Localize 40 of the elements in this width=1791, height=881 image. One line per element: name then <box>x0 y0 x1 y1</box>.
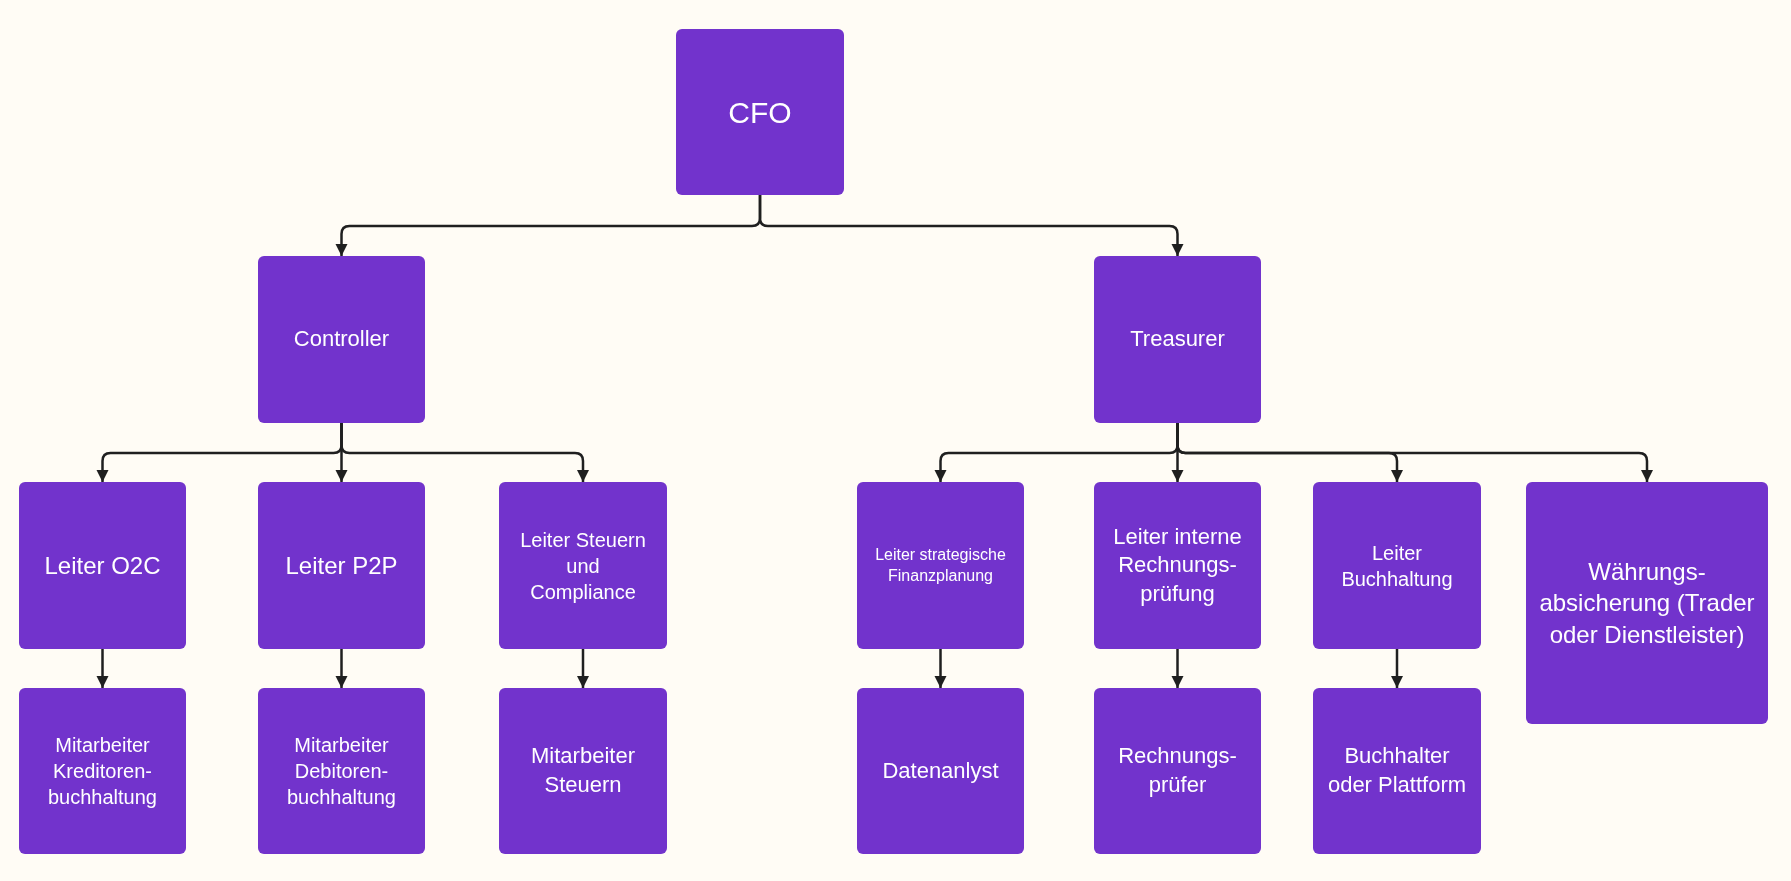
role-title: Leiter Steuern und Compliance <box>519 527 647 605</box>
connector-arrow <box>934 649 947 688</box>
role-box <box>1094 482 1261 649</box>
connector-arrow <box>96 649 109 688</box>
role-title: Mitarbeiter Steuern <box>530 742 636 799</box>
role-title: Mitarbeiter Debitoren- buchhaltung <box>286 733 397 810</box>
role-box <box>676 29 844 195</box>
role-title: Leiter strategische Finanzplanung <box>874 544 1007 586</box>
role-box <box>258 482 425 649</box>
connector-arrow <box>340 423 590 482</box>
role-title: Controller <box>293 325 390 354</box>
role-title: Rechnungs- prüfer <box>1117 742 1238 799</box>
role-title: Leiter O2C <box>44 550 161 581</box>
role-box <box>258 256 425 423</box>
role-title: Währungs- absicherung (Trader oder Dienstleister) <box>1538 557 1756 650</box>
role-title: Leiter P2P <box>285 550 398 581</box>
connector-arrow <box>335 649 348 688</box>
role-title: Buchhalter oder Plattform <box>1326 742 1468 799</box>
role-box <box>19 482 186 649</box>
role-title: Datenanlyst <box>882 756 999 785</box>
role-box <box>258 688 425 854</box>
role-box <box>19 688 186 854</box>
role-box <box>1313 482 1481 649</box>
connector-arrow <box>1171 649 1184 688</box>
role-title: Treasurer <box>1130 325 1225 354</box>
connector-arrow <box>1390 649 1404 688</box>
role-box <box>1526 482 1768 724</box>
role-box <box>857 688 1024 854</box>
connector-arrow <box>758 195 1184 256</box>
role-title: Leiter interne Rechnungs- prüfung <box>1112 522 1243 608</box>
role-box <box>499 688 667 854</box>
role-box <box>1094 688 1261 854</box>
role-box <box>1313 688 1481 854</box>
role-box <box>499 482 667 649</box>
role-title: CFO <box>728 94 792 131</box>
connector-arrow <box>576 649 590 688</box>
role-box <box>857 482 1024 649</box>
role-box <box>1094 256 1261 423</box>
role-title: Leiter Buchhaltung <box>1340 540 1454 592</box>
role-title: Mitarbeiter Kreditoren- buchhaltung <box>47 733 158 810</box>
